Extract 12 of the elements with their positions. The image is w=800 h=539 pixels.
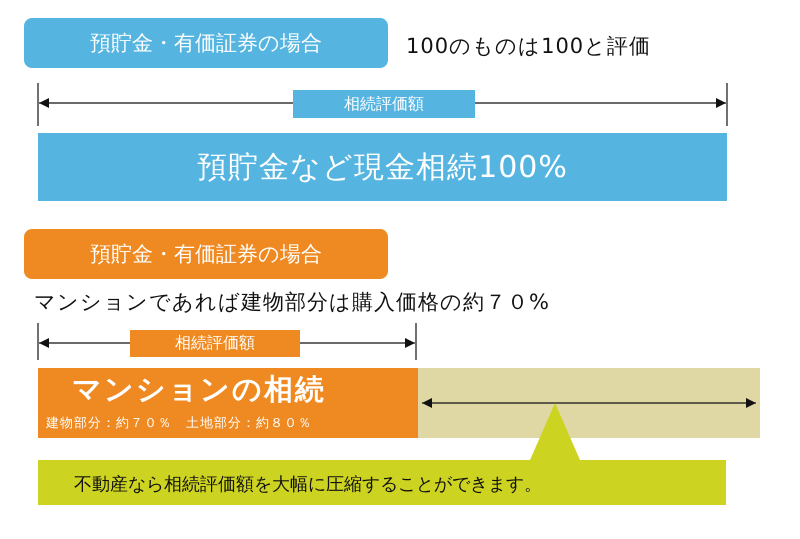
- heading-tag: 預貯金・有価証券の場合: [24, 229, 388, 279]
- bar: [38, 368, 418, 438]
- bar-subtext: 建物部分：約７０％ 土地部分：約８０％: [46, 415, 312, 432]
- note-text: マンションであれば建物部分は購入価格の約７０%: [34, 289, 550, 316]
- bar-heading: マンションの相続: [72, 371, 326, 408]
- dimension-label: 相続評価額: [293, 90, 475, 118]
- note-text: 100のものは100と評価: [406, 33, 652, 60]
- heading-tag: 預貯金・有価証券の場合: [24, 18, 388, 68]
- callout-text: 不動産なら相続評価額を大幅に圧縮することができます。: [74, 473, 542, 496]
- dimension-label: 相続評価額: [130, 330, 300, 357]
- bar: 預貯金など現金相続100%: [38, 133, 727, 201]
- bar: [418, 368, 760, 438]
